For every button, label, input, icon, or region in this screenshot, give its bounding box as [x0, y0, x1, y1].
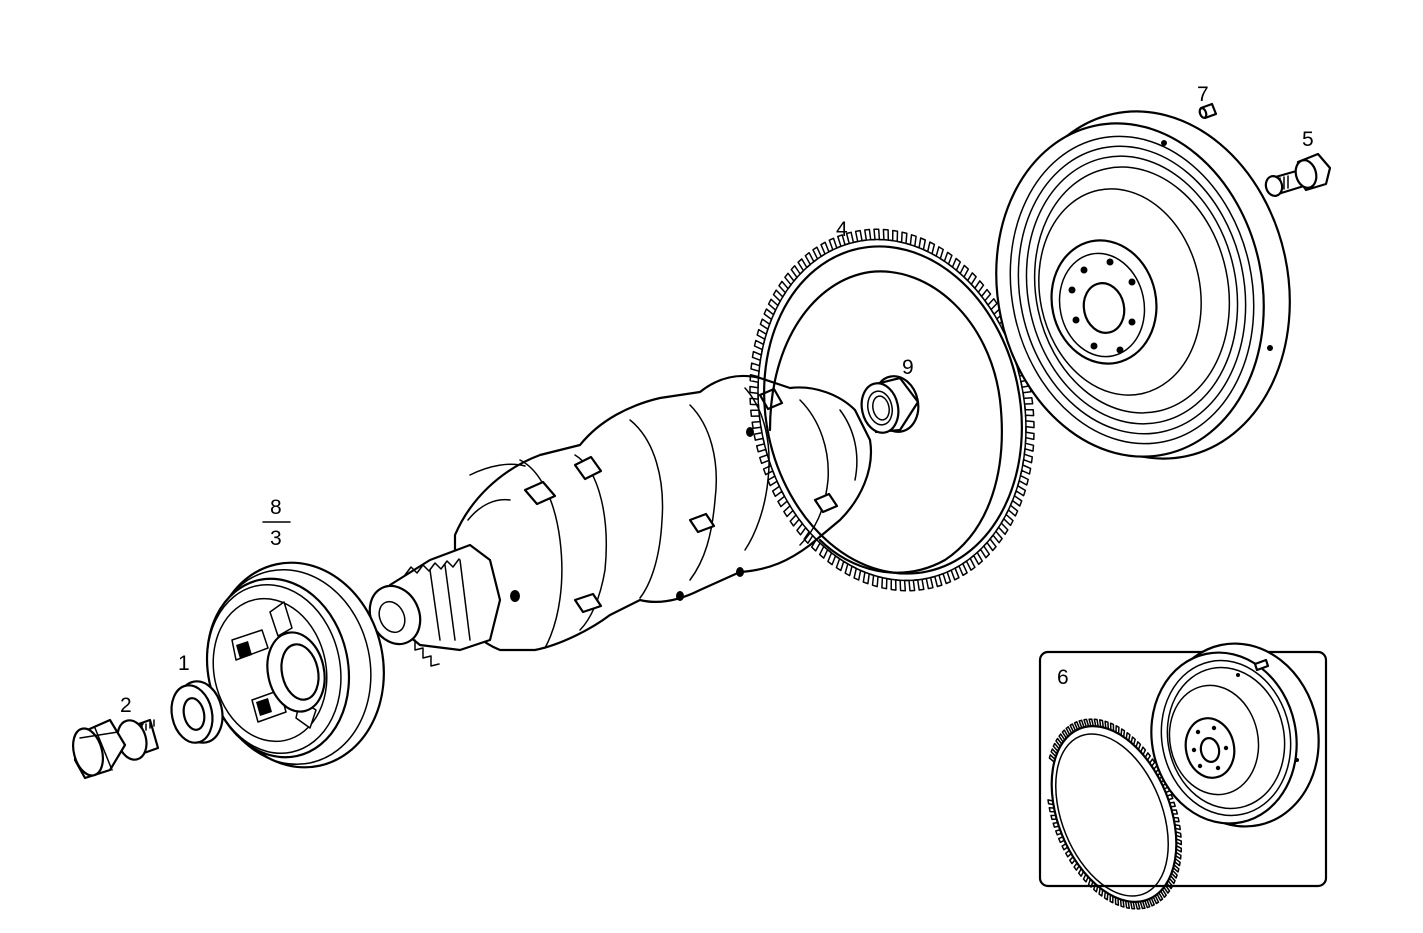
- ring-gear-teeth: [749, 228, 1035, 592]
- callout-7: 7: [1197, 83, 1209, 106]
- dowel-pin: [1198, 102, 1218, 120]
- callout-3: 3: [270, 527, 282, 550]
- callout-4: 4: [836, 218, 848, 241]
- crankshaft: [368, 374, 873, 667]
- thrust-washer: [170, 680, 224, 744]
- flywheel-bolt-holes: [1068, 258, 1136, 354]
- inset-variant-box: [1038, 642, 1328, 910]
- callout-6: 6: [1057, 666, 1069, 689]
- callout-2: 2: [120, 694, 132, 717]
- inset-teeth-path: [1047, 718, 1183, 910]
- flywheel: [995, 110, 1291, 460]
- callout-labels: 1 2 8 3 4 9 7 5 6: [120, 83, 1314, 717]
- callout-1: 1: [178, 652, 190, 675]
- callout-8: 8: [270, 496, 282, 519]
- ring-teeth-path: [749, 228, 1035, 592]
- inset-ring-teeth: [1047, 718, 1183, 910]
- pulley-bolt: [72, 718, 160, 780]
- crankshaft-pulley: [205, 561, 385, 769]
- callout-5: 5: [1302, 128, 1314, 151]
- flywheel-bolt: [1264, 152, 1332, 197]
- callout-9: 9: [902, 356, 914, 379]
- pilot-bearing: [860, 375, 920, 434]
- ring-gear: [749, 228, 1035, 592]
